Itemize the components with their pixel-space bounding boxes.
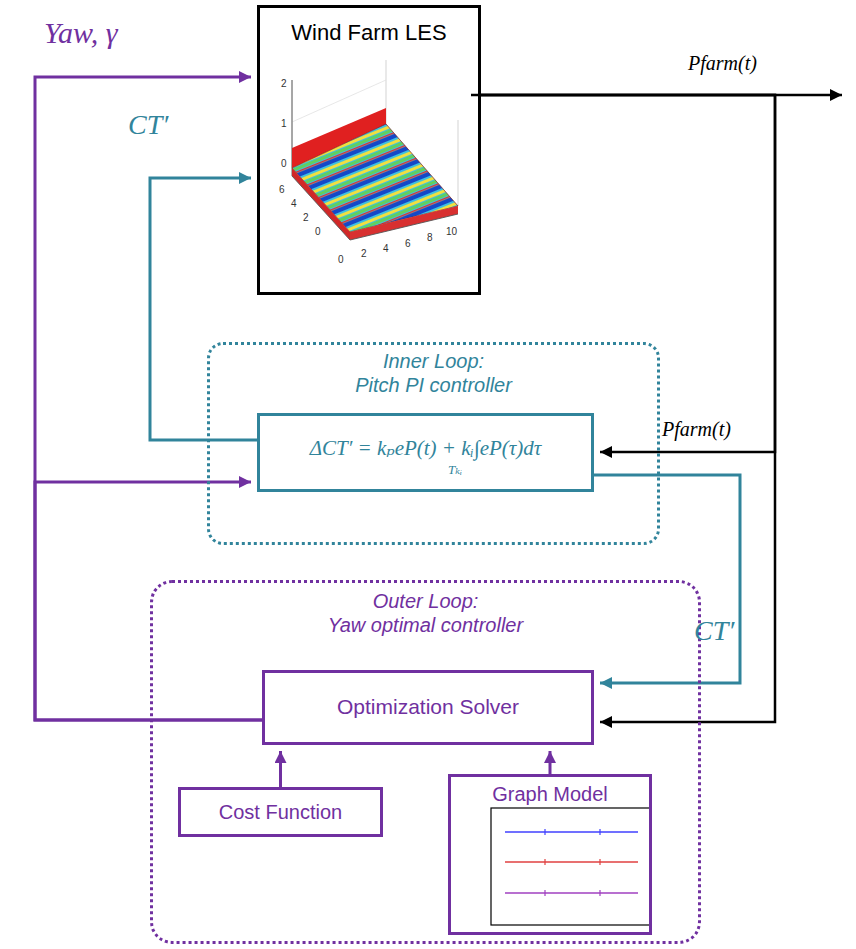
axis-tick-label: 10: [446, 226, 457, 237]
axis-tick-label: 8: [427, 232, 433, 243]
signal-connector: [279, 751, 282, 787]
axis-tick-label: 4: [383, 243, 389, 254]
node-title: Cost Function: [181, 800, 380, 824]
signal-connector: [481, 95, 775, 452]
graph-tick: [544, 829, 545, 835]
axis-tick-label: 4: [291, 198, 297, 209]
signal-connector: [594, 475, 740, 683]
axis-tick-label: 2: [281, 78, 287, 89]
axis-tick-label: 2: [361, 248, 367, 259]
signal-connector: [481, 95, 775, 722]
axis-tick-label: 6: [279, 184, 285, 195]
axis-tick-label: 0: [281, 158, 287, 169]
graph-frame: [491, 808, 650, 925]
signal-name: Pfarm(t): [662, 418, 731, 440]
graph-line: [505, 861, 638, 863]
node-title: Inner Loop:: [210, 349, 657, 373]
simulation-box: Wind Farm LES: [257, 5, 481, 295]
graph-model-figure: [491, 808, 650, 925]
graph-tick: [599, 890, 600, 896]
signal-connector: [549, 751, 552, 774]
plot-side: [292, 168, 350, 240]
axis-tick-label: 1: [281, 118, 287, 129]
axis-tick-label: 6: [405, 238, 411, 249]
signal-connector: [150, 178, 257, 440]
node-title: ΔCT′ = kₚeP(t) + kᵢ∫eP(τ)dτ: [260, 436, 591, 461]
graph-line: [505, 892, 638, 894]
y-axis: [292, 176, 350, 240]
axis-tick-label: 0: [315, 226, 321, 237]
node-title: Outer Loop:: [153, 589, 698, 613]
graph-tick: [544, 890, 545, 896]
node-title: Wind Farm LES: [260, 20, 478, 46]
outer-loop-group: Optimization SolverCost Function Graph Mo…: [150, 580, 701, 944]
graph-tick: [599, 859, 600, 865]
signal-connector: [35, 77, 262, 720]
les-plot: [292, 60, 458, 240]
axis-tick-label: 0: [338, 254, 344, 265]
model-box: Graph Model: [448, 774, 652, 935]
graph-tick: [544, 859, 545, 865]
signal-name: CT′: [128, 110, 168, 141]
graph-line: [505, 831, 638, 833]
signal-connector: [35, 482, 262, 720]
x-axis: [350, 214, 458, 240]
node-title: Graph Model: [451, 782, 649, 806]
plot-side: [350, 206, 458, 240]
signal-name: Yaw, γ: [44, 16, 118, 49]
inner-loop-group: ΔCT′ = kₚeP(t) + kᵢ∫eP(τ)dτTₖᵢ Inner Loop…: [207, 342, 660, 545]
node-text: Yaw optimal controller: [153, 613, 698, 637]
node-text: Pitch PI controller: [210, 373, 657, 397]
axis-tick-label: 2: [303, 212, 309, 223]
node-text: Tₖᵢ: [448, 462, 462, 478]
node-title: Optimization Solver: [265, 694, 591, 719]
solver-box: Optimization Solver: [262, 670, 594, 745]
graph-tick: [599, 829, 600, 835]
signal-name: CT′: [694, 616, 734, 647]
signal-name: Pfarm(t): [688, 52, 757, 74]
controller-box: ΔCT′ = kₚeP(t) + kᵢ∫eP(τ)dτTₖᵢ: [257, 413, 594, 492]
cost-box: Cost Function: [178, 787, 383, 837]
